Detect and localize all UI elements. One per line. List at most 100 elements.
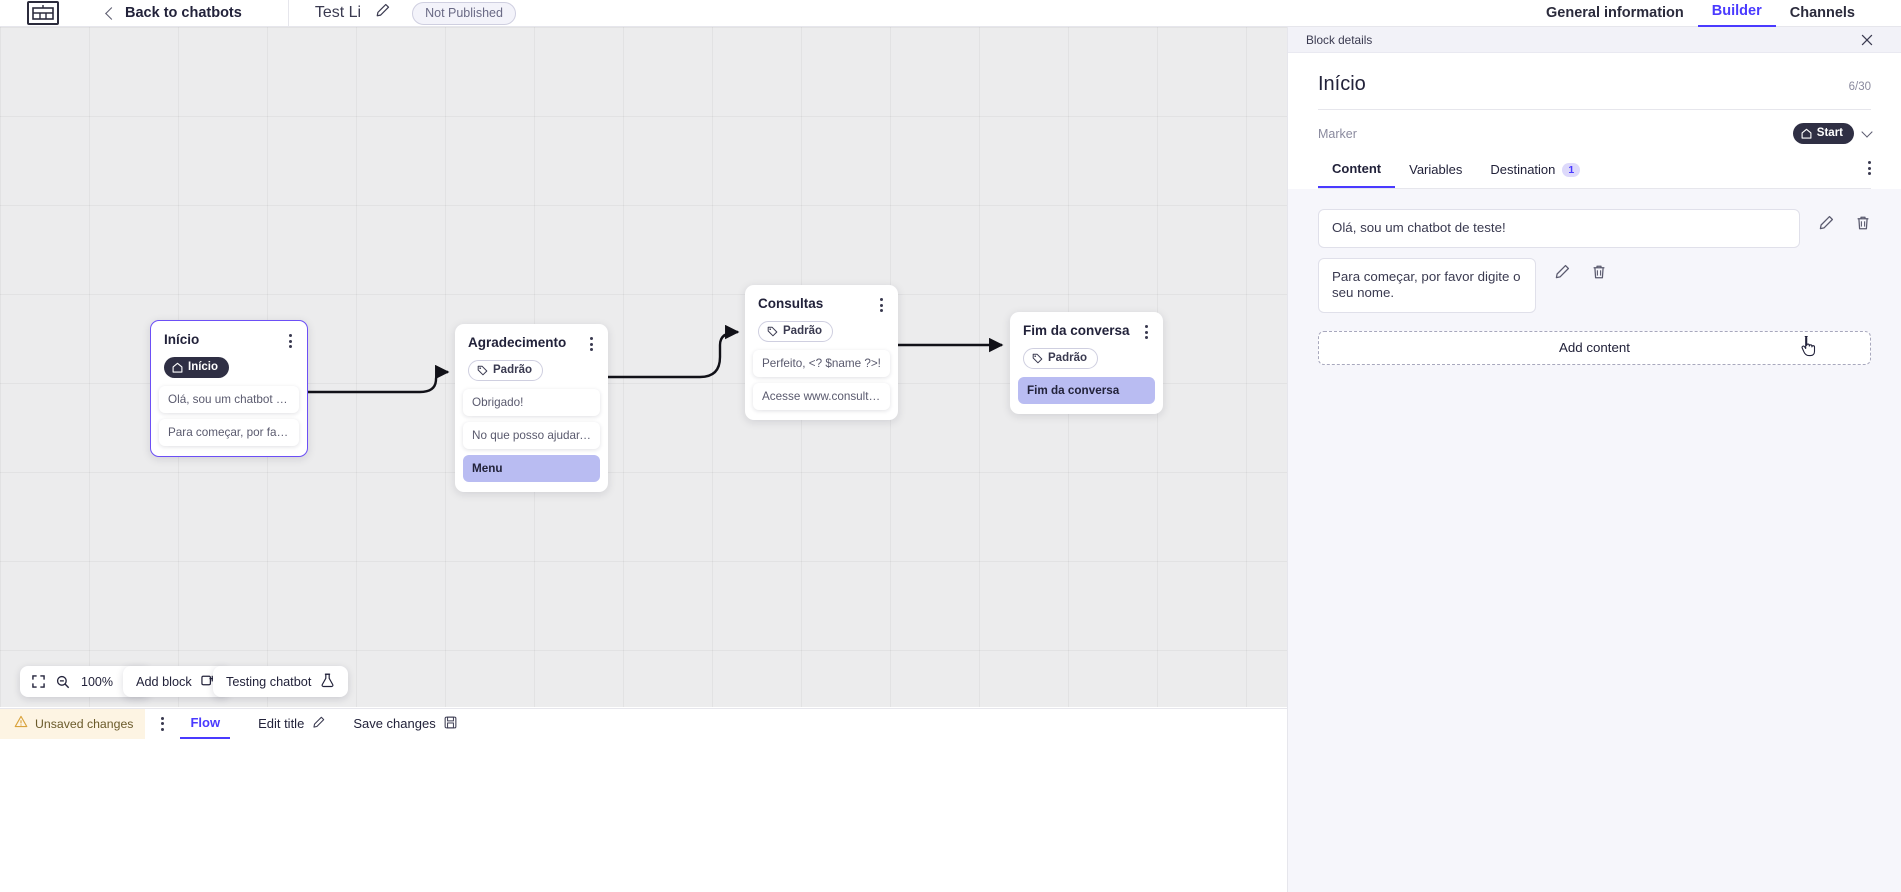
node-messages: Fim da conversa (1010, 377, 1163, 414)
home-icon (172, 362, 183, 373)
panel-tab-destination-badge: 1 (1562, 162, 1581, 177)
node-tag-row: Início (151, 350, 307, 386)
node-messages: Perfeito, <? $name ?>! Acesse www.consul… (745, 350, 898, 420)
pencil-icon[interactable] (1554, 264, 1570, 280)
node-default-pill: Padrão (1023, 348, 1098, 369)
edit-title-label: Edit title (258, 716, 305, 731)
trash-icon[interactable] (1591, 264, 1607, 280)
testing-chatbot-button[interactable]: Testing chatbot (213, 666, 349, 697)
top-tabs: General information Builder Channels (1532, 0, 1901, 27)
warning-icon (14, 715, 28, 732)
unsaved-changes-indicator: Unsaved changes (0, 708, 146, 739)
panel-tab-variables[interactable]: Variables (1395, 157, 1476, 187)
content-item-text[interactable]: Para começar, por favor digite o seu nom… (1318, 257, 1536, 313)
chatbot-title: Test Li (314, 4, 362, 21)
flow-node-fim-da-conversa[interactable]: Fim da conversa Padrão Fim da conversa (1010, 312, 1163, 414)
flow-node-consultas[interactable]: Consultas Padrão Perfeito, <? $name ?>! … (745, 285, 898, 420)
marker-control[interactable]: Start (1792, 123, 1873, 144)
node-menu-icon[interactable] (877, 296, 886, 314)
node-menu-icon[interactable] (1142, 323, 1151, 341)
flow-node-inicio[interactable]: Início Início Olá, sou um chatbot de tes… (150, 320, 308, 457)
node-header: Fim da conversa (1010, 312, 1163, 341)
chevron-down-icon[interactable] (1861, 125, 1873, 138)
edit-title-button[interactable]: Edit title (258, 716, 325, 732)
node-title: Início (164, 332, 200, 347)
add-content-button[interactable]: Add content (1318, 330, 1871, 365)
node-default-pill: Padrão (758, 321, 833, 342)
node-tag-row: Padrão (1010, 341, 1163, 377)
flow-canvas[interactable]: Início Início Olá, sou um chatbot de tes… (0, 27, 1287, 707)
panel-tab-destination-label: Destination (1490, 162, 1556, 177)
zoom-out-icon[interactable] (56, 675, 70, 689)
node-header: Início (151, 321, 307, 350)
node-default-pill-label: Padrão (1048, 352, 1087, 364)
content-item-row: Para começar, por favor digite o seu nom… (1318, 257, 1871, 313)
back-to-chatbots-button[interactable]: Back to chatbots (105, 5, 242, 21)
chatbot-logo-icon[interactable] (27, 1, 59, 25)
marker-label: Marker (1318, 126, 1357, 141)
panel-tab-destination[interactable]: Destination 1 (1476, 157, 1594, 187)
panel-tab-content[interactable]: Content (1318, 156, 1396, 188)
panel-tabs: Content Variables Destination 1 (1318, 156, 1871, 189)
node-message[interactable]: Perfeito, <? $name ?>! (753, 350, 890, 377)
node-message-end[interactable]: Fim da conversa (1018, 377, 1155, 404)
panel-overflow-icon[interactable] (1868, 161, 1871, 183)
node-message[interactable]: Para começar, por favor digite o ... (159, 419, 299, 446)
save-icon (444, 716, 457, 732)
marker-start-pill[interactable]: Start (1792, 123, 1854, 144)
tab-general-information[interactable]: General information (1546, 4, 1684, 21)
edit-title-pencil-icon[interactable] (375, 3, 390, 23)
node-message-menu[interactable]: Menu (463, 455, 600, 482)
node-start-pill: Início (164, 357, 230, 378)
content-item-text[interactable]: Olá, sou um chatbot de teste! (1318, 209, 1800, 248)
node-title: Fim da conversa (1023, 323, 1130, 338)
save-changes-label: Save changes (353, 716, 436, 731)
bottom-bar: Unsaved changes Flow Edit title Save cha… (0, 708, 1287, 739)
top-bar: Back to chatbots Test Li Not Published G… (0, 0, 1901, 27)
node-start-pill-label: Início (188, 361, 219, 373)
unsaved-changes-label: Unsaved changes (35, 716, 134, 731)
panel-char-counter: 6/30 (1848, 81, 1871, 93)
bottom-menu-icon[interactable] (161, 716, 165, 731)
tab-channels[interactable]: Channels (1789, 4, 1855, 21)
node-default-pill-label: Padrão (783, 325, 822, 337)
flow-edges (308, 324, 1004, 394)
node-default-pill-label: Padrão (493, 364, 532, 376)
status-badge: Not Published (412, 1, 516, 25)
trash-icon[interactable] (1855, 215, 1871, 231)
pencil-icon (312, 716, 325, 732)
panel-tab-content-label: Content (1332, 161, 1382, 176)
panel-tab-variables-label: Variables (1409, 162, 1463, 177)
bottom-tab-flow[interactable]: Flow (180, 709, 231, 739)
save-changes-button[interactable]: Save changes (353, 716, 457, 732)
flow-node-agradecimento[interactable]: Agradecimento Padrão Obrigado! No que po… (455, 324, 608, 492)
close-icon[interactable] (1860, 33, 1874, 47)
divider (1318, 109, 1871, 110)
node-menu-icon[interactable] (286, 332, 295, 350)
content-item-row: Olá, sou um chatbot de teste! (1318, 209, 1871, 248)
testing-chatbot-label: Testing chatbot (226, 674, 312, 689)
fit-screen-icon[interactable] (32, 675, 45, 688)
node-menu-icon[interactable] (587, 335, 596, 353)
add-content-label: Add content (1559, 340, 1630, 356)
zoom-level-label: 100% (81, 674, 113, 689)
back-to-chatbots-label: Back to chatbots (125, 5, 242, 21)
node-default-pill: Padrão (468, 360, 543, 381)
tag-icon (767, 326, 778, 336)
pencil-icon[interactable] (1818, 215, 1834, 231)
node-messages: Olá, sou um chatbot de teste! Para começ… (151, 386, 307, 456)
node-header: Agradecimento (455, 324, 608, 353)
marker-value-label: Start (1816, 127, 1843, 139)
node-message[interactable]: Obrigado! (463, 389, 600, 416)
tab-builder[interactable]: Builder (1697, 3, 1776, 27)
content-list: Olá, sou um chatbot de teste! (1288, 189, 1901, 313)
divider (287, 0, 289, 27)
chevron-left-icon (105, 7, 118, 20)
node-message[interactable]: No que posso ajudar, <? $name ... (463, 422, 600, 449)
node-message[interactable]: Olá, sou um chatbot de teste! (159, 386, 299, 413)
add-block-button[interactable]: Add block (123, 666, 229, 697)
node-message[interactable]: Acesse www.consultas.com par... (753, 383, 890, 410)
block-details-panel: Block details Início 6/30 Marker (1287, 27, 1901, 892)
node-tag-row: Padrão (455, 353, 608, 389)
